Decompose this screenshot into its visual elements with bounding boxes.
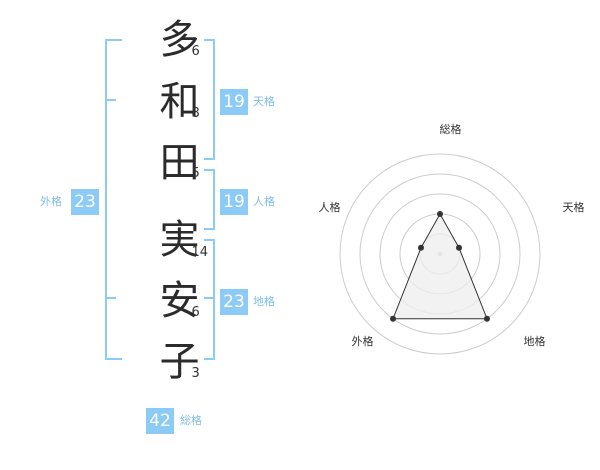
jinkaku-bracket [204, 169, 215, 230]
chikaku-bracket [204, 239, 215, 360]
radar-ring-4 [359, 173, 521, 335]
chikaku-value-badge: 23 [220, 289, 248, 315]
radar-point-1 [437, 211, 443, 217]
radar-axis-label-soukaku: 総格 [439, 123, 462, 136]
radar-point-4 [390, 315, 396, 322]
tenkaku-label: 天格 [253, 95, 275, 108]
radar-point-3 [484, 315, 490, 322]
radar-point-2 [456, 244, 462, 251]
radar-axis-label-chikaku: 地格 [523, 335, 546, 348]
radar-ring-5 [339, 153, 541, 355]
radar-axis-label-gaikaku: 外格 [351, 335, 374, 348]
tenkaku-value-badge: 19 [220, 89, 248, 115]
gaikaku-value-badge: 23 [71, 189, 99, 215]
radar-axis-label-jinkaku: 人格 [318, 201, 341, 214]
jinkaku-label: 人格 [253, 195, 275, 208]
soukaku-value-badge: 42 [146, 408, 174, 434]
jinkaku-value-badge: 19 [220, 189, 248, 215]
radar-axis-label-tenkaku: 天格 [562, 201, 585, 214]
radar-value-polygon [392, 212, 488, 320]
chikaku-label: 地格 [253, 295, 275, 308]
gaikaku-bracket [105, 39, 122, 360]
soukaku-label: 総格 [180, 414, 202, 427]
tenkaku-bracket [204, 39, 215, 160]
radar-point-5 [418, 244, 424, 251]
gaikaku-label: 外格 [40, 195, 62, 208]
